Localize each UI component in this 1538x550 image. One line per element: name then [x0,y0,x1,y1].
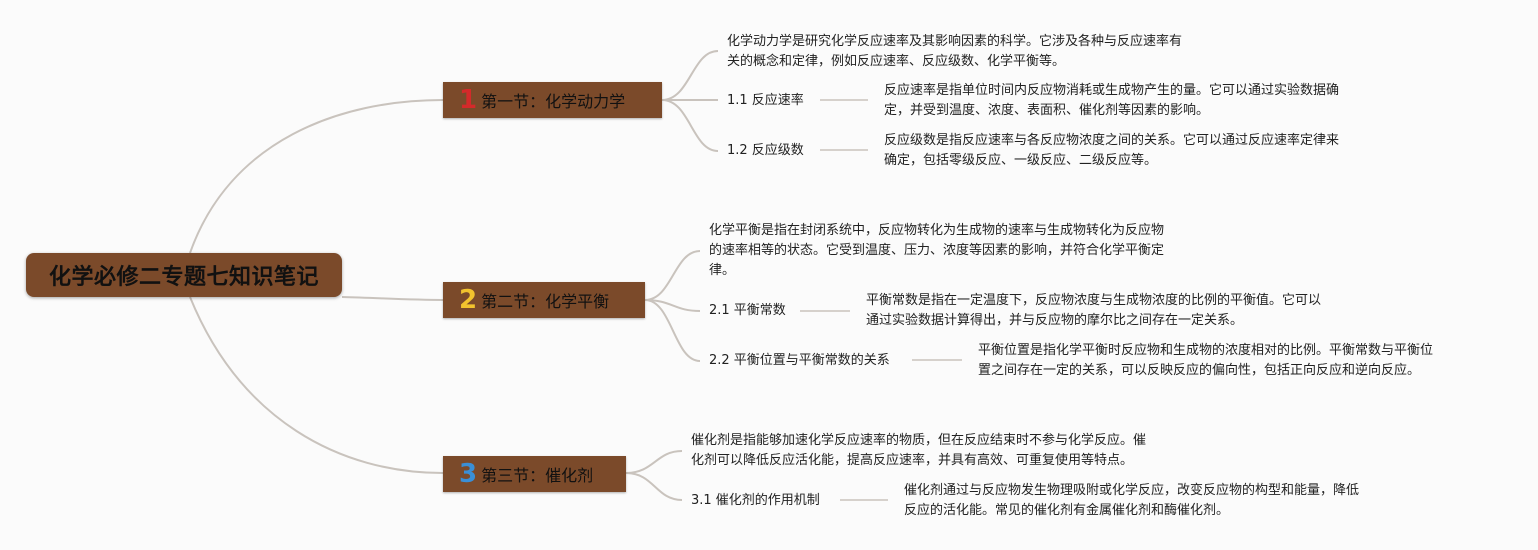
link-s1-intro [661,50,719,101]
link-s3-intro [625,450,683,474]
sub-3-1-label[interactable]: 3.1 催化剂的作用机制 [691,493,820,508]
section-1-number: 1 [459,85,478,115]
sub-2-1-desc: 平衡常数是指在一定温度下，反应物浓度与生成物浓度的比例的平衡值。它可以 通过实验… [866,293,1322,328]
section-3-title: 第三节：催化剂 [481,466,594,485]
sub-1-2-desc: 反应级数是指反应速率与各反应物浓度之间的关系。它可以通过反应速率定律来 确定，包… [884,133,1340,168]
section-3-intro: 催化剂是指能够加速化学反应速率的物质，但在反应结束时不参与化学反应。催 化剂可以… [691,433,1147,468]
link-root-section-2 [341,296,444,301]
link-s3-sub1 [625,472,683,501]
sub-1-2-label[interactable]: 1.2 反应级数 [727,143,804,158]
section-1-node[interactable]: 1 第一节：化学动力学 [443,82,662,118]
section-3-node[interactable]: 3 第三节：催化剂 [443,456,626,492]
sub-2-1-label[interactable]: 2.1 平衡常数 [709,303,786,318]
section-2-node[interactable]: 2 第二节：化学平衡 [443,282,645,318]
root-title: 化学必修二专题七知识笔记 [48,265,319,290]
section-1-intro: 化学动力学是研究化学反应速率及其影响因素的科学。它涉及各种与反应速率有 关的概念… [727,34,1183,69]
sub-3-1-desc: 催化剂通过与反应物发生物理吸附或化学反应，改变反应物的构型和能量，降低 反应的活… [904,483,1360,518]
link-root-section-3 [189,296,444,474]
link-root-section-1 [189,99,444,254]
section-2-intro: 化学平衡是指在封闭系统中，反应物转化为生成物的速率与生成物转化为反应物 的速率相… [709,223,1165,278]
link-s1-sub2 [661,99,719,152]
link-s2-intro [644,250,701,301]
sub-2-2-desc: 平衡位置是指化学平衡时反应物和生成物的浓度相对的比例。平衡常数与平衡位 置之间存… [978,343,1434,378]
link-s2-sub1 [644,299,701,312]
sub-1-1-label[interactable]: 1.1 反应速率 [727,93,804,108]
section-2-title: 第二节：化学平衡 [481,292,610,311]
section-3-number: 3 [459,459,478,489]
link-s2-sub2 [644,299,701,362]
root-topic[interactable]: 化学必修二专题七知识笔记 [26,253,342,297]
section-1-title: 第一节：化学动力学 [481,92,626,111]
sub-1-1-desc: 反应速率是指单位时间内反应物消耗或生成物产生的量。它可以通过实验数据确 定，并受… [884,83,1340,118]
section-2-number: 2 [459,285,478,315]
sub-2-2-label[interactable]: 2.2 平衡位置与平衡常数的关系 [709,353,890,368]
